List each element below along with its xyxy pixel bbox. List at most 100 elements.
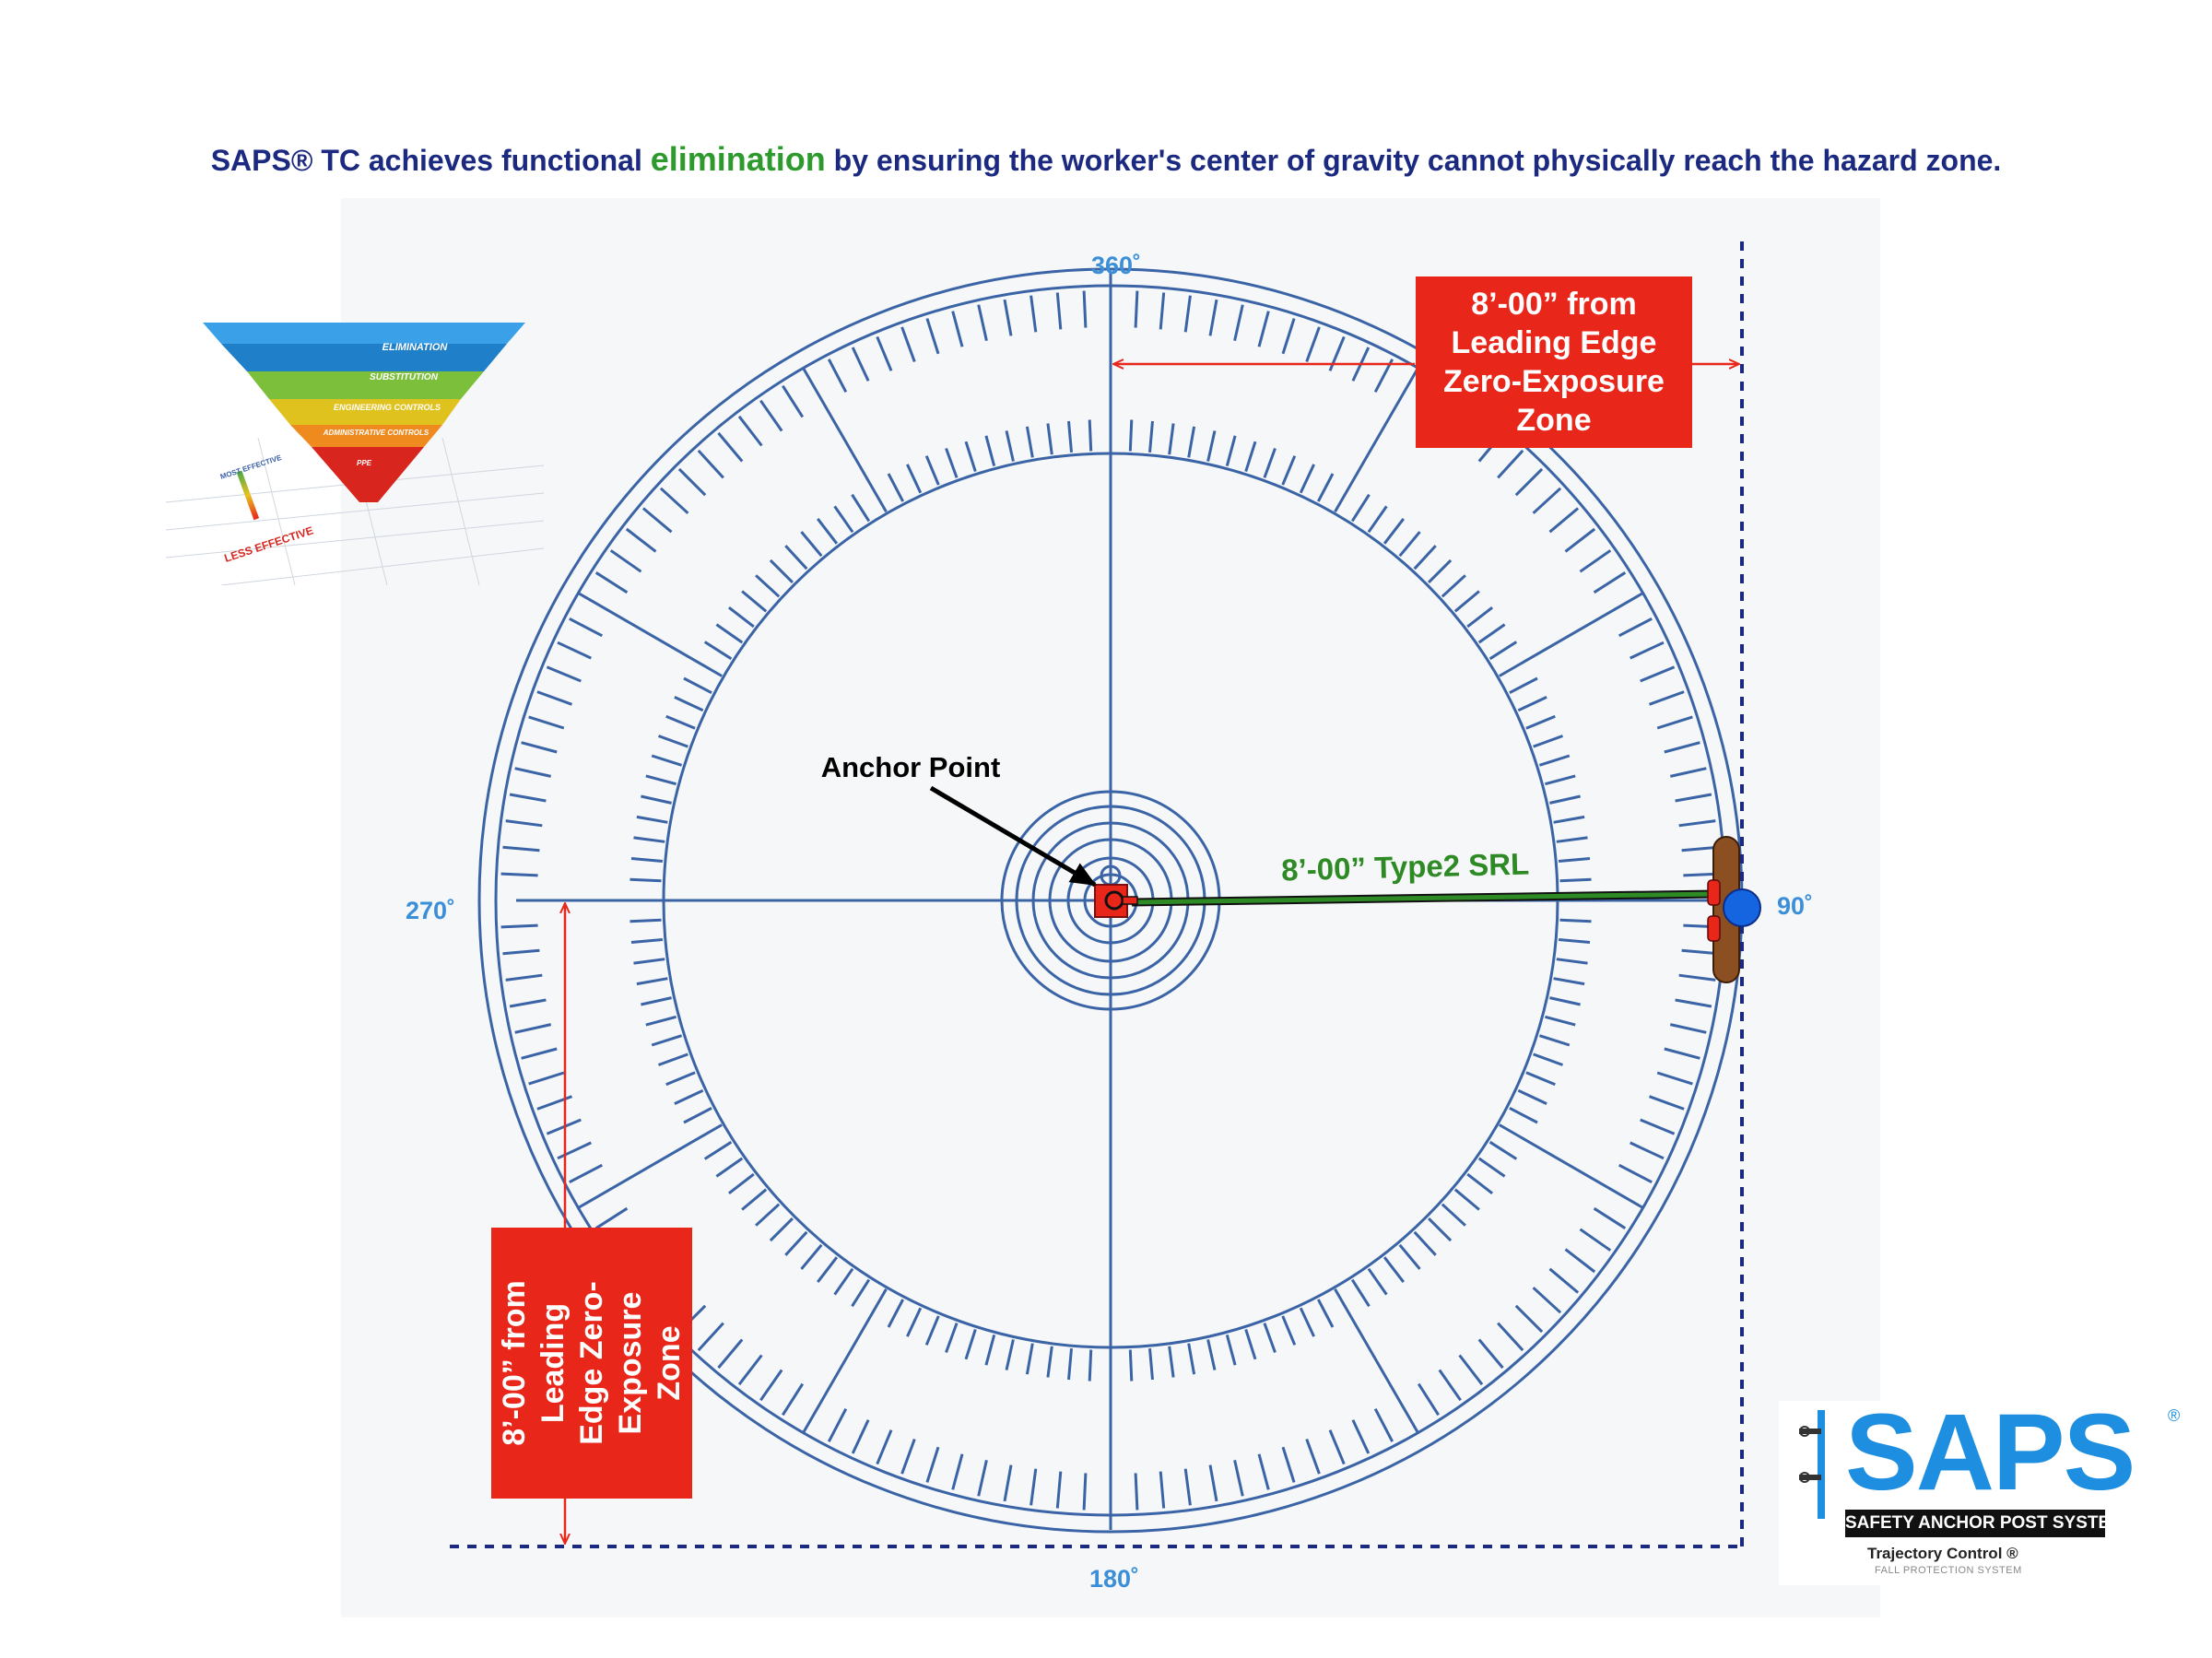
outer-tick bbox=[1417, 1382, 1440, 1417]
inner-tick bbox=[1398, 1243, 1421, 1270]
outer-tick bbox=[1648, 690, 1685, 706]
inner-tick bbox=[703, 641, 733, 661]
outer-tick bbox=[1593, 1206, 1627, 1229]
outer-tick bbox=[1532, 1287, 1562, 1314]
outer-tick bbox=[536, 1095, 573, 1111]
outer-tick bbox=[505, 973, 543, 982]
inner-tick bbox=[1549, 996, 1581, 1006]
inner-tick bbox=[657, 1052, 688, 1066]
outer-tick bbox=[1082, 1473, 1088, 1511]
inner-tick bbox=[674, 696, 704, 712]
outer-tick bbox=[557, 641, 592, 660]
inner-tick bbox=[1453, 1188, 1480, 1211]
pyramid-level-administrative bbox=[290, 425, 442, 447]
inner-tick bbox=[1382, 1256, 1405, 1284]
outer-tick bbox=[900, 1438, 916, 1475]
outer-tick bbox=[951, 1453, 964, 1490]
inner-tick bbox=[633, 836, 665, 843]
inner-tick bbox=[906, 464, 923, 494]
outer-tick bbox=[1328, 335, 1346, 371]
inner-tick bbox=[630, 938, 664, 944]
outer-tick bbox=[500, 923, 538, 929]
outer-tick bbox=[1648, 1095, 1685, 1111]
outer-tick bbox=[1630, 1141, 1665, 1160]
dimension-arrows bbox=[565, 364, 1738, 1543]
inner-tick bbox=[1553, 815, 1585, 824]
pyramid-level-substitution bbox=[247, 371, 484, 399]
inner-tick bbox=[651, 1034, 683, 1047]
inner-tick bbox=[817, 1256, 839, 1284]
outer-tick bbox=[1681, 845, 1719, 853]
inner-tick bbox=[1525, 1071, 1556, 1087]
major-tick bbox=[1334, 1288, 1420, 1435]
inner-tick bbox=[1225, 435, 1237, 466]
outer-tick bbox=[1159, 1471, 1166, 1509]
inner-tick bbox=[984, 1335, 996, 1366]
inner-tick bbox=[851, 493, 871, 523]
inner-tick bbox=[1206, 430, 1217, 462]
headline-suffix: by ensuring the worker's center of gravi… bbox=[825, 144, 2002, 177]
outer-tick bbox=[1055, 1471, 1063, 1509]
outer-tick bbox=[1030, 1468, 1038, 1506]
most-effective-label: MOST EFFECTIVE bbox=[219, 453, 283, 481]
outer-tick bbox=[659, 487, 689, 514]
anchor-point-label: Anchor Point bbox=[821, 751, 1001, 783]
outer-tick bbox=[925, 318, 940, 355]
worker-hand-lower bbox=[1707, 915, 1721, 942]
outer-tick bbox=[528, 715, 565, 730]
inner-tick bbox=[1488, 641, 1518, 661]
inner-tick bbox=[945, 1323, 959, 1354]
outer-tick bbox=[977, 304, 988, 342]
inner-tick bbox=[1441, 574, 1466, 598]
inner-tick bbox=[657, 735, 688, 748]
outer-tick bbox=[1233, 1459, 1244, 1497]
inner-tick bbox=[1263, 447, 1277, 478]
outer-tick bbox=[1656, 715, 1693, 730]
outer-tick bbox=[1618, 1163, 1653, 1184]
label-360: 360˚ bbox=[1091, 252, 1141, 279]
outer-tick bbox=[569, 1163, 603, 1184]
outer-tick bbox=[1183, 1468, 1192, 1506]
outer-tick bbox=[782, 1382, 805, 1417]
inner-tick bbox=[1088, 419, 1093, 452]
major-tick bbox=[1499, 1123, 1645, 1210]
outer-tick bbox=[1630, 641, 1665, 660]
outer-tick bbox=[1208, 1464, 1218, 1502]
inner-tick bbox=[784, 1230, 808, 1256]
zero-exposure-zone-top: 8’-00” from Leading Edge Zero-Exposure Z… bbox=[1416, 276, 1692, 448]
inner-tick bbox=[1316, 473, 1335, 502]
inner-tick bbox=[1398, 531, 1421, 558]
outer-tick bbox=[1564, 527, 1596, 553]
inner-tick bbox=[1466, 1172, 1494, 1194]
inner-tick bbox=[1545, 1015, 1576, 1027]
inner-tick bbox=[784, 545, 808, 570]
outer-tick bbox=[1055, 292, 1063, 330]
outer-tick bbox=[505, 819, 543, 828]
inner-tick bbox=[1244, 441, 1257, 473]
inner-tick bbox=[769, 1217, 794, 1242]
inner-tick bbox=[1367, 1267, 1388, 1296]
inner-tick bbox=[1517, 1088, 1547, 1105]
inner-tick bbox=[1046, 423, 1053, 455]
outer-tick bbox=[1579, 1228, 1612, 1252]
pyramid-label-engineering: ENGINEERING CONTROLS bbox=[334, 403, 441, 412]
inner-tick bbox=[755, 574, 781, 598]
outer-tick bbox=[1548, 1267, 1580, 1294]
inner-tick bbox=[674, 1088, 704, 1105]
inner-tick bbox=[887, 473, 905, 502]
outer-tick bbox=[851, 1419, 870, 1454]
outer-tick bbox=[502, 845, 540, 853]
outer-tick bbox=[827, 1408, 848, 1442]
inner-tick bbox=[1517, 696, 1547, 712]
inner-tick bbox=[703, 1140, 733, 1160]
outer-tick bbox=[759, 399, 783, 432]
major-tick bbox=[1334, 366, 1420, 512]
inner-tick bbox=[1263, 1323, 1277, 1354]
inner-tick bbox=[1046, 1346, 1053, 1378]
outer-tick bbox=[1579, 549, 1612, 573]
inner-tick bbox=[1168, 423, 1175, 455]
worker bbox=[1707, 836, 1761, 983]
outer-tick bbox=[1351, 1419, 1371, 1454]
inner-tick bbox=[1025, 426, 1034, 458]
dial-ticks bbox=[500, 290, 1721, 1511]
